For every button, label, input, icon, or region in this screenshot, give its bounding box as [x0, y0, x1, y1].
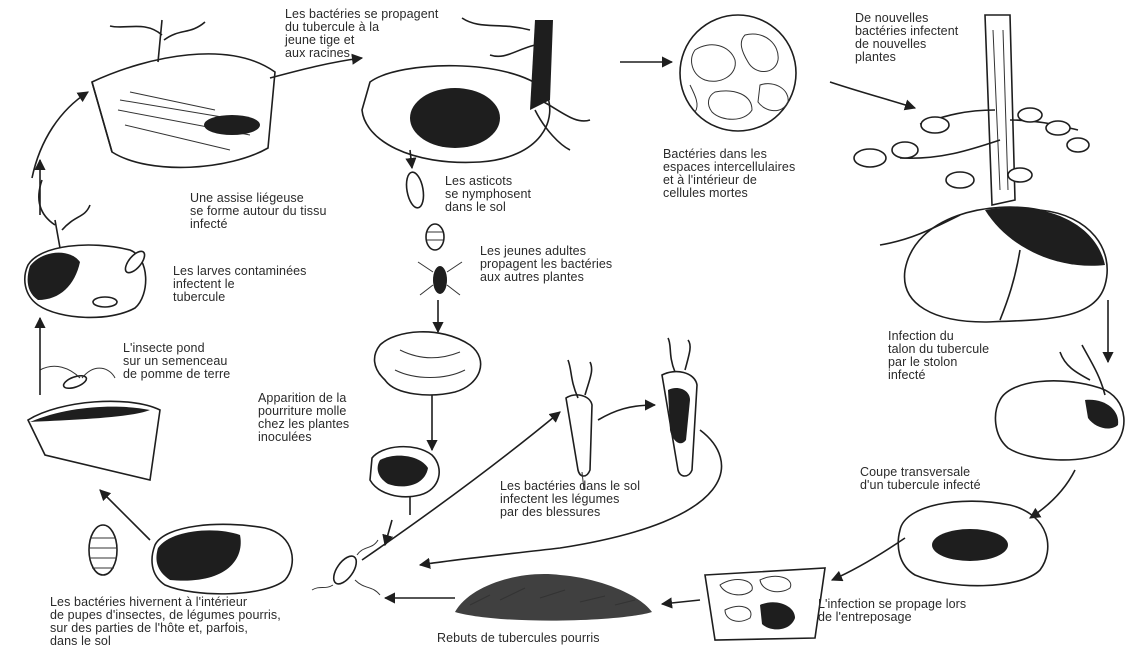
label-soil-bacteria: Les bactéries dans le sol infectent les … [500, 480, 640, 519]
cells-bacteria-illustration [680, 15, 796, 131]
label-new-bacteria: De nouvelles bactéries infectent de nouv… [855, 12, 958, 64]
label-young-adults: Les jeunes adultes propagent les bactéri… [480, 245, 612, 284]
rotted-cabbage-illustration [370, 447, 439, 515]
label-storage-spread: L'infection se propage lors de l'entrepo… [818, 598, 966, 624]
label-heel-infection: Infection du talon du tubercule par le s… [888, 330, 989, 382]
label-insect-lays: L'insecte pond sur un semenceau de pomme… [123, 342, 230, 381]
tuber-cross-section-illustration [898, 501, 1048, 586]
rotting-tuber-illustration [89, 524, 292, 593]
label-cork-layer: Une assise liégeuse se forme autour du t… [190, 192, 327, 231]
label-bacteria-spread: Les bactéries se propagent du tubercule … [285, 8, 438, 60]
carrot-rotted-illustration [662, 338, 697, 476]
label-overwintering: Les bactéries hivernent à l'intérieur de… [50, 596, 281, 648]
larva-tuber-illustration [25, 180, 148, 317]
label-contaminated-larvae: Les larves contaminées infectent le tube… [173, 265, 307, 304]
label-soft-rot: Apparition de la pourriture molle chez l… [258, 392, 349, 444]
label-maggots-pupate: Les asticots se nymphosent dans le sol [445, 175, 531, 214]
cabbage-illustration [375, 332, 481, 420]
cull-pile-illustration [455, 574, 652, 621]
pupa-illustration [426, 224, 444, 250]
maggot-illustration [404, 171, 426, 209]
bacterium-illustration [312, 540, 380, 595]
adult-fly-illustration [418, 262, 462, 295]
storage-box-illustration [705, 568, 825, 640]
egg-laying-insect-illustration [28, 366, 160, 480]
heel-infected-tuber-illustration [995, 345, 1123, 460]
label-intercellular-bacteria: Bactéries dans les espaces intercellulai… [663, 148, 795, 200]
seed-piece-illustration [92, 20, 275, 167]
label-cross-section: Coupe transversale d'un tubercule infect… [860, 466, 981, 492]
carrot-healthy-illustration [566, 360, 592, 490]
label-rotted-culls: Rebuts de tubercules pourris [437, 632, 600, 645]
